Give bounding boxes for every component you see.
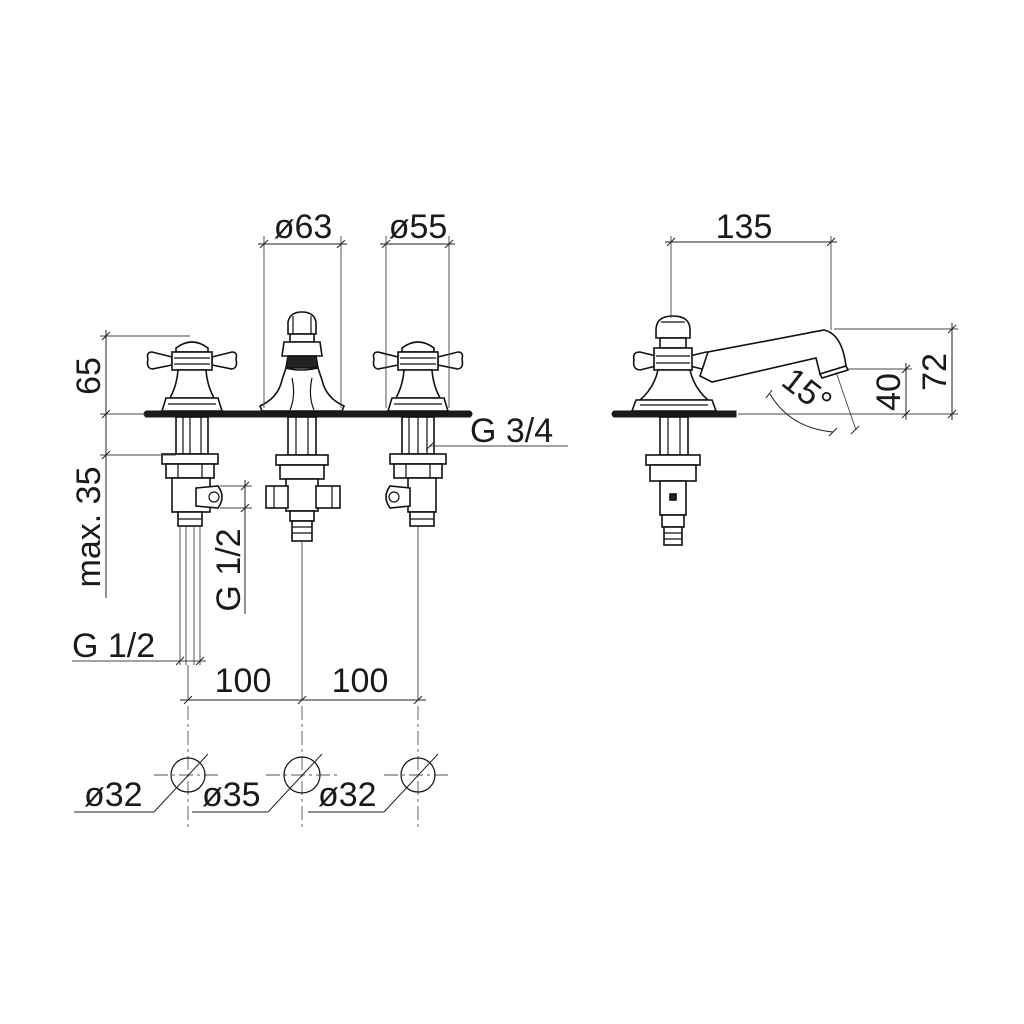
hole-right [400,757,436,793]
side-deck-plate [611,410,737,418]
dim-max-depth: max. 35 [70,467,108,588]
dim-deck-thread: G 3/4 [470,412,553,450]
dim-spout-total-height: 72 [916,353,954,391]
deck-plate [143,410,473,418]
dim-spout-reach: 135 [716,208,773,246]
dim-hole-right: ø32 [318,776,377,814]
dim-hole-center: ø35 [202,776,261,814]
hole-left [170,757,206,793]
front-dimensions: ø63 ø55 65 max. 35 G 3/4 [70,208,568,705]
dim-side-thread: G 1/2 [210,528,248,611]
side-view: 135 72 40 15° [611,208,958,546]
dim-spacing-left: 100 [215,662,272,700]
left-cross-handle-valve [146,341,238,527]
supply-lines [179,526,419,700]
dim-spout-diameter: ø63 [274,208,333,246]
dim-hole-left: ø32 [84,776,143,814]
right-cross-handle-valve [372,341,464,527]
deck-holes: ø32 ø35 ø32 [74,706,452,830]
dim-bottom-thread: G 1/2 [72,627,155,665]
center-spout [258,311,346,542]
dim-spacing-right: 100 [332,662,389,700]
dim-outlet-height: 40 [870,373,908,411]
hole-center [283,756,321,794]
front-view: ø63 ø55 65 max. 35 G 3/4 [70,208,568,705]
dim-handle-height: 65 [70,357,108,395]
dim-handle-diameter: ø55 [389,208,448,246]
